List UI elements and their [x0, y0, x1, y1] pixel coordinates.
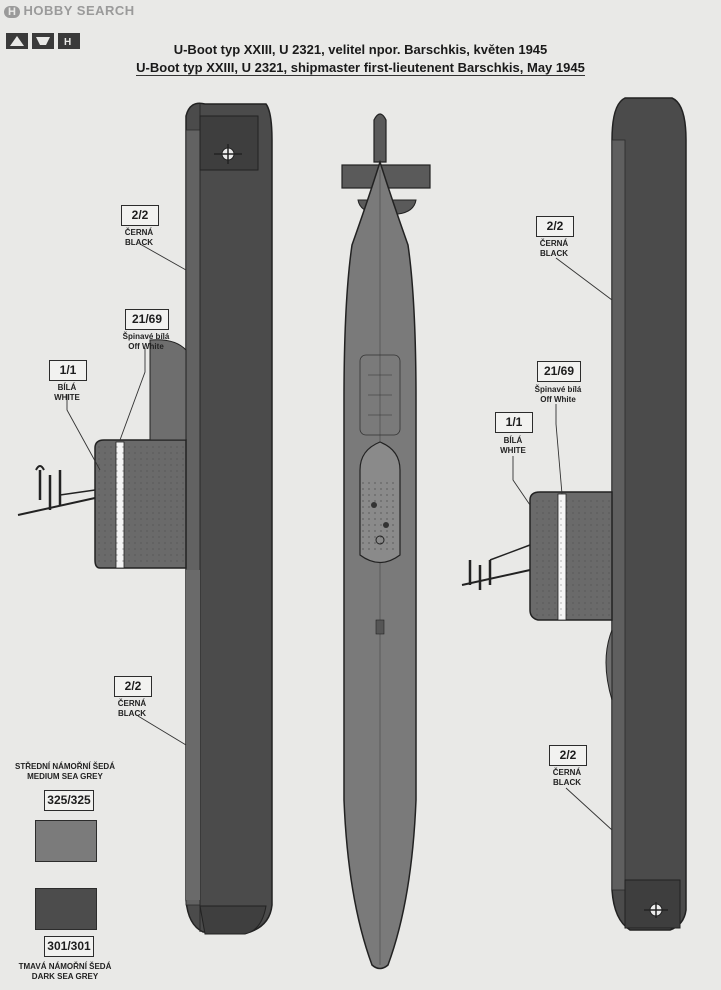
callout-en-right-white: WHITE: [500, 446, 526, 455]
callout-code-left-top: 2/2: [121, 205, 159, 226]
callout-code-left-mid: 21/69: [125, 309, 169, 330]
callout-en-right-mid: Off White: [540, 395, 576, 404]
title-czech: U-Boot typ XXIII, U 2321, velitel npor. …: [173, 42, 548, 57]
legend-dark-swatch: [35, 888, 97, 930]
legend-medium-code: 325/325: [44, 790, 94, 811]
callout-cz-right-mid: Špinavé bílá: [534, 385, 582, 394]
top-view: [341, 113, 431, 970]
right-hull: [611, 97, 687, 931]
callout-en-right-top: BLACK: [540, 249, 568, 258]
legend-medium-en: MEDIUM SEA GREY: [27, 772, 103, 781]
callout-en-left-bottom: BLACK: [118, 709, 146, 718]
callout-code-right-white: 1/1: [495, 412, 533, 433]
callout-code-left-white: 1/1: [49, 360, 87, 381]
callout-cz-left-white: BÍLÁ: [57, 383, 77, 392]
legend-dark-en: DARK SEA GREY: [31, 972, 99, 981]
callout-code-left-bottom: 2/2: [114, 676, 152, 697]
callout-cz-left-bottom: ČERNÁ: [117, 699, 147, 708]
callout-cz-right-bottom: ČERNÁ: [552, 768, 582, 777]
callout-cz-left-top: ČERNÁ: [124, 228, 154, 237]
callout-cz-right-white: BÍLÁ: [503, 436, 523, 445]
legend-dark-cz: TMAVÁ NÁMOŘNÍ ŠEDÁ: [18, 962, 112, 971]
left-side-view: [17, 102, 273, 935]
callout-code-right-mid: 21/69: [537, 361, 581, 382]
callout-en-left-top: BLACK: [125, 238, 153, 247]
title-english: U-Boot typ XXIII, U 2321, shipmaster fir…: [0, 60, 721, 76]
legend-dark-code: 301/301: [44, 936, 94, 957]
callout-en-left-mid: Off White: [128, 342, 164, 351]
legend-medium-swatch: [35, 820, 97, 862]
title-english-text: U-Boot typ XXIII, U 2321, shipmaster fir…: [136, 60, 585, 76]
callout-en-left-white: WHITE: [54, 393, 80, 402]
manufacturer-logo: H: [6, 33, 80, 49]
callout-code-right-bottom: 2/2: [549, 745, 587, 766]
watermark-badge: H: [4, 6, 21, 18]
right-side-view: [461, 97, 687, 931]
callout-en-right-bottom: BLACK: [553, 778, 581, 787]
legend-medium-cz: STŘEDNÍ NÁMOŘNÍ ŠEDÁ: [14, 762, 115, 771]
callout-cz-left-mid: Špinavé bílá: [122, 332, 170, 341]
callout-cz-right-top: ČERNÁ: [539, 239, 569, 248]
svg-text:H: H: [64, 37, 71, 48]
leader-lines: [66, 243, 613, 831]
left-hull: [185, 102, 273, 933]
watermark-text: HOBBY SEARCH: [23, 3, 135, 18]
callout-code-right-top: 2/2: [536, 216, 574, 237]
